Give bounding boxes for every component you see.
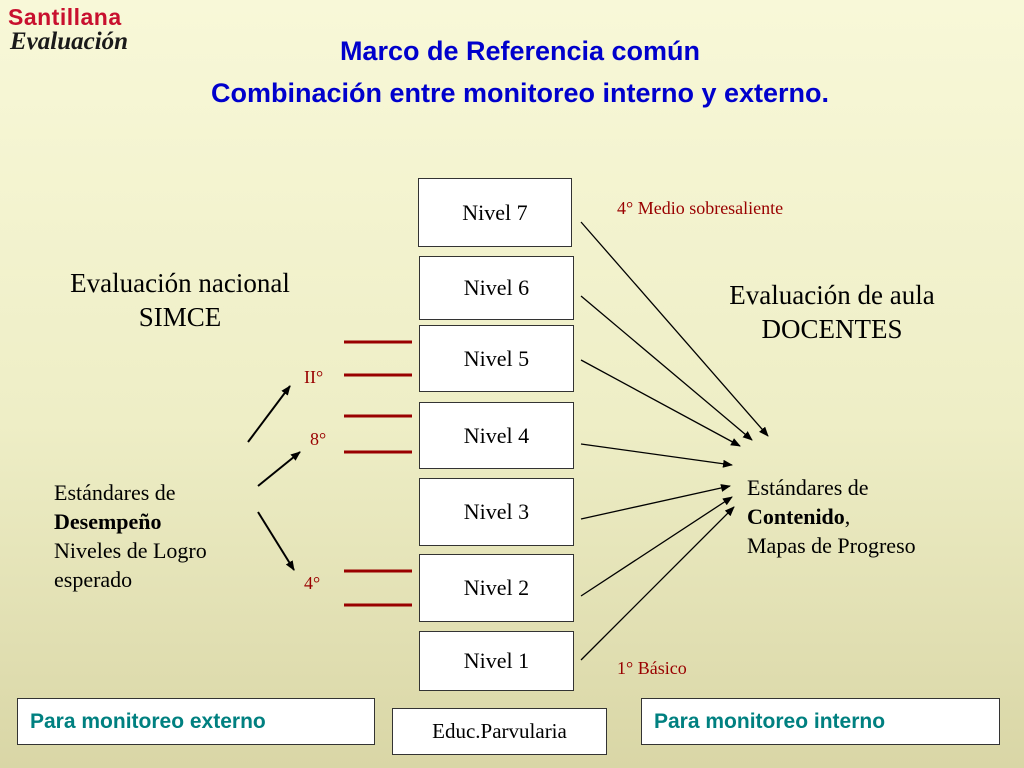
right-standards-line1: Estándares de bbox=[747, 475, 869, 500]
logo-subtitle: Evaluación bbox=[10, 28, 129, 55]
left-standards-line4: esperado bbox=[54, 567, 133, 592]
left-heading-line1: Evaluación nacional bbox=[70, 268, 290, 298]
right-heading-line2: DOCENTES bbox=[761, 314, 903, 344]
footer-internal-label: Para monitoreo interno bbox=[654, 709, 886, 733]
level-box-7: Nivel 7 bbox=[418, 178, 572, 247]
arrow-nivel7 bbox=[580, 221, 769, 437]
left-standards: Estándares de Desempeño Niveles de Logro… bbox=[54, 478, 274, 594]
level-label-1: Nivel 1 bbox=[463, 648, 530, 673]
level-label-4: Nivel 4 bbox=[463, 422, 530, 448]
footer-parvularia-label: Educ.Parvularia bbox=[432, 719, 567, 743]
grade-marker-8: 8° bbox=[310, 429, 327, 449]
footer-parvularia-box: Educ.Parvularia bbox=[392, 708, 607, 755]
grade-marker-4: 4° bbox=[304, 573, 321, 593]
arrow-nivel6 bbox=[580, 295, 753, 441]
level-box-1: Nivel 1 bbox=[419, 631, 574, 691]
right-standards: Estándares de Contenido, Mapas de Progre… bbox=[747, 473, 1017, 560]
footer-external-box: Para monitoreo externo bbox=[17, 698, 375, 745]
arrow-nivel4 bbox=[580, 443, 733, 468]
level-label-7: Nivel 7 bbox=[462, 199, 528, 225]
arrow-nivel3 bbox=[580, 484, 731, 520]
arrow-nivel1 bbox=[580, 506, 735, 661]
right-standards-bold: Contenido bbox=[747, 504, 845, 529]
annotation-bottom-level: 1° Básico bbox=[617, 658, 687, 678]
page-title-line2: Combinación entre monitoreo interno y ex… bbox=[210, 78, 830, 108]
level-box-3: Nivel 3 bbox=[419, 478, 574, 546]
annotation-top-level: 4° Medio sobresaliente bbox=[617, 198, 784, 218]
level-box-2: Nivel 2 bbox=[419, 554, 574, 622]
arrow-to-4 bbox=[257, 511, 295, 571]
arrow-to-8 bbox=[257, 451, 301, 487]
left-standards-line3: Niveles de Logro bbox=[54, 538, 207, 563]
level-box-6: Nivel 6 bbox=[419, 256, 574, 320]
level-box-4: Nivel 4 bbox=[419, 402, 574, 469]
level-label-3: Nivel 3 bbox=[463, 499, 530, 524]
level-box-5: Nivel 5 bbox=[419, 325, 574, 392]
right-standards-line3: Mapas de Progreso bbox=[747, 533, 916, 558]
right-standards-line2: Contenido, bbox=[747, 502, 1017, 531]
arrow-nivel5 bbox=[580, 359, 741, 447]
level-label-5: Nivel 5 bbox=[463, 345, 530, 371]
left-standards-bold: Desempeño bbox=[54, 509, 162, 534]
right-standards-comma: , bbox=[844, 504, 851, 529]
grade-marker-II: II° bbox=[304, 367, 324, 387]
arrow-to-II bbox=[247, 385, 291, 443]
left-heading-line2: SIMCE bbox=[138, 302, 222, 332]
left-standards-line1: Estándares de bbox=[54, 480, 176, 505]
right-heading: Evaluación de aula DOCENTES bbox=[682, 278, 982, 346]
level-label-6: Nivel 6 bbox=[463, 275, 530, 300]
logo-brand: Santillana bbox=[8, 4, 122, 30]
right-heading-line1: Evaluación de aula bbox=[729, 280, 935, 310]
level-label-2: Nivel 2 bbox=[463, 575, 530, 600]
page-title-line1: Marco de Referencia común bbox=[339, 36, 701, 66]
footer-external-label: Para monitoreo externo bbox=[30, 709, 266, 733]
arrow-nivel2 bbox=[580, 496, 733, 597]
left-heading: Evaluación nacional SIMCE bbox=[30, 266, 330, 334]
footer-internal-box: Para monitoreo interno bbox=[641, 698, 1000, 745]
